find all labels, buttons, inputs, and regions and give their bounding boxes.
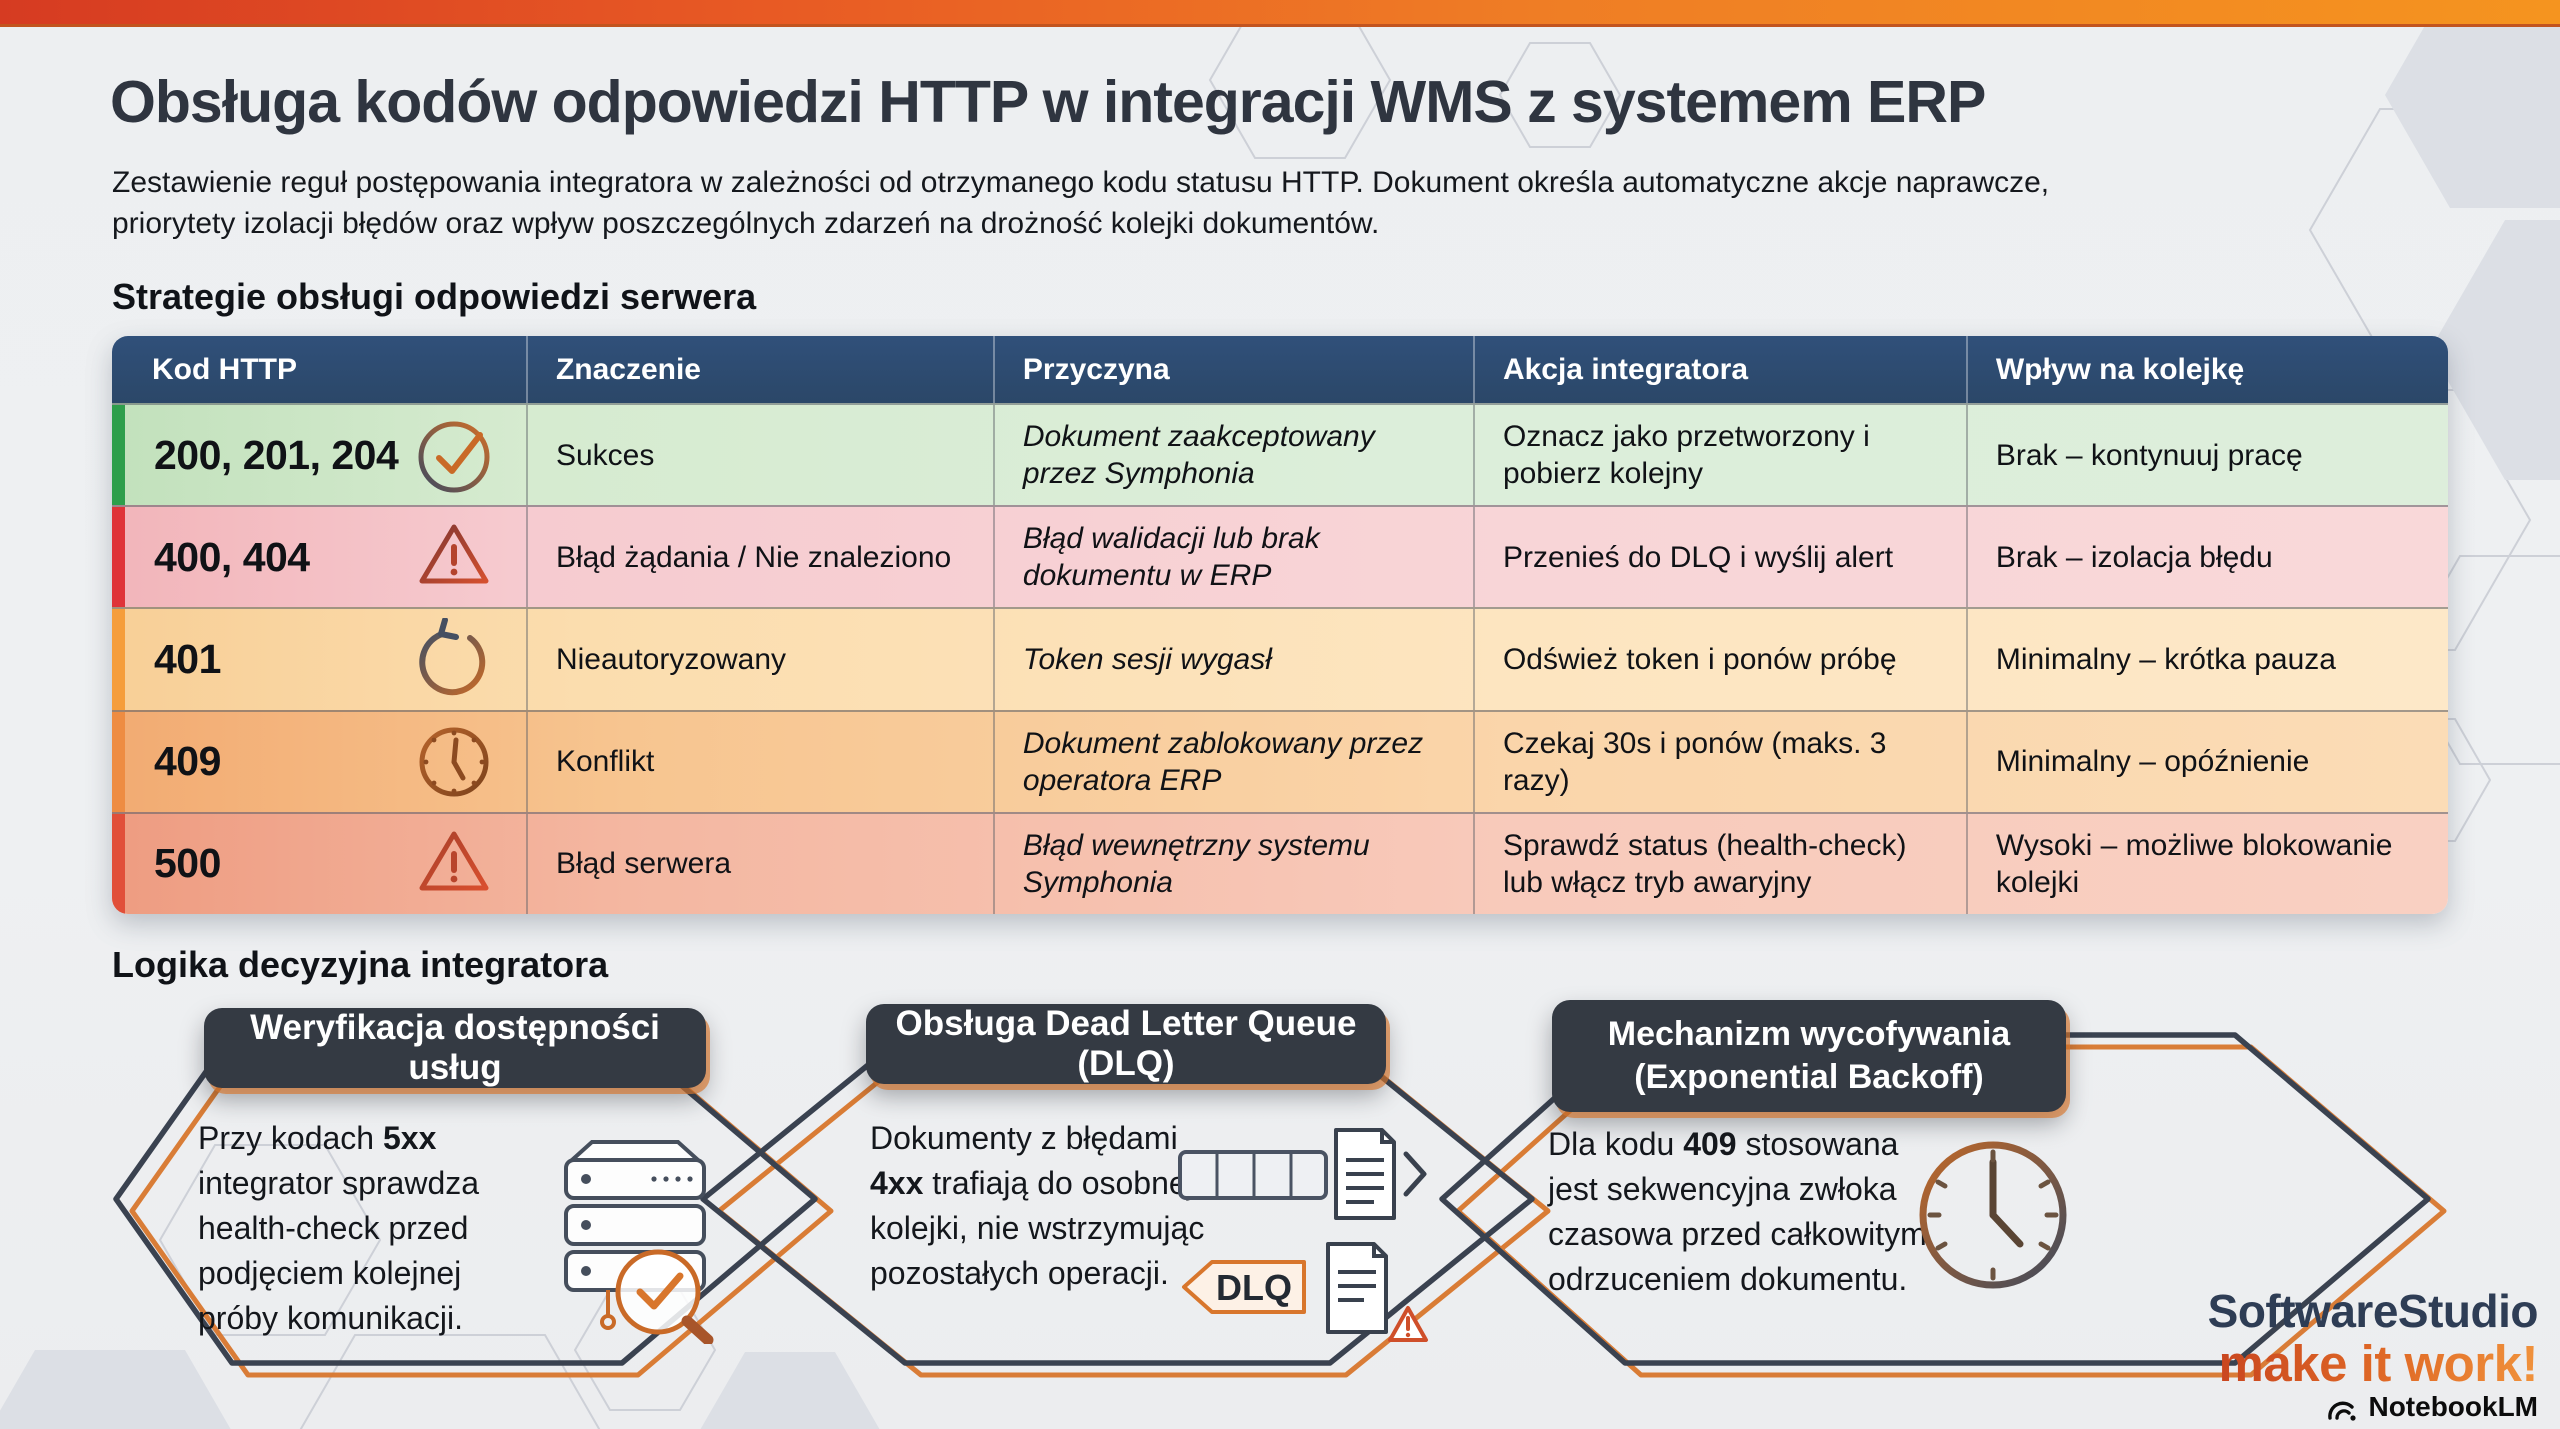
table-row: 400, 404 Błąd żądania / Nie znaleziono B… bbox=[112, 505, 2448, 608]
impact-cell: Brak – izolacja błędu bbox=[1965, 507, 2448, 608]
warning-triangle-icon bbox=[419, 524, 489, 584]
meaning-cell: Sukces bbox=[525, 405, 993, 506]
row-accent-bar bbox=[112, 405, 125, 506]
meaning-cell: Błąd żądania / Nie znaleziono bbox=[525, 507, 993, 608]
impact-cell: Minimalny – krótka pauza bbox=[1965, 609, 2448, 710]
notebooklm-attribution: NotebookLM bbox=[2208, 1391, 2538, 1423]
http-codes-table: Kod HTTP Znaczenie Przyczyna Akcja integ… bbox=[112, 336, 2448, 914]
notebooklm-label: NotebookLM bbox=[2368, 1391, 2538, 1422]
notebooklm-icon bbox=[2328, 1401, 2357, 1421]
table-header-row: Kod HTTP Znaczenie Przyczyna Akcja integ… bbox=[112, 336, 2448, 403]
cause-cell: Błąd walidacji lub brak dokumentu w ERP bbox=[992, 507, 1473, 608]
page-subtitle: Zestawienie reguł postępowania integrato… bbox=[112, 162, 2372, 244]
code-cell: 500 bbox=[112, 814, 526, 914]
http-code: 500 bbox=[154, 840, 221, 887]
table-row: 409 Konflikt Dokument zablokowany przez … bbox=[112, 709, 2448, 812]
http-code: 200, 201, 204 bbox=[154, 431, 399, 478]
column-header-cause: Przyczyna bbox=[992, 336, 1473, 403]
cause-cell: Dokument zablokowany przez operatora ERP bbox=[992, 711, 1473, 812]
brand-tagline: make it work! bbox=[2208, 1334, 2539, 1393]
meaning-cell: Nieautoryzowany bbox=[525, 609, 993, 710]
card-body-dlq: Dokumenty z błędami 4xx trafiają do osob… bbox=[870, 1120, 1205, 1291]
http-code: 400, 404 bbox=[154, 533, 310, 580]
dlq-tag-label: DLQ bbox=[1216, 1267, 1292, 1308]
http-code: 401 bbox=[154, 636, 221, 682]
column-header-action: Akcja integratora bbox=[1472, 336, 1966, 403]
queue-document-icon: DLQ bbox=[1178, 1128, 1428, 1342]
card-title-backoff: Mechanizm wycofywania (Exponential Backo… bbox=[1552, 1000, 2066, 1112]
meaning-cell: Błąd serwera bbox=[525, 813, 993, 914]
row-accent-bar bbox=[112, 813, 125, 914]
table-row: 200, 201, 204 Sukces Dokument zaakceptow… bbox=[112, 403, 2448, 506]
column-header-code: Kod HTTP bbox=[152, 352, 297, 386]
card-body-service-verification: Przy kodach 5xx integrator sprawdza heal… bbox=[198, 1120, 480, 1336]
http-code: 409 bbox=[154, 738, 221, 785]
subtitle-line-1: Zestawienie reguł postępowania integrato… bbox=[112, 166, 2050, 199]
column-header-meaning: Znaczenie bbox=[525, 336, 993, 403]
backoff-clock-icon bbox=[1919, 1141, 2067, 1289]
cause-cell: Dokument zaakceptowany przez Symphonia bbox=[992, 405, 1473, 506]
logic-section-title: Logika decyzyjna integratora bbox=[112, 944, 609, 985]
brand-name: SoftwareStudio bbox=[2207, 1285, 2539, 1337]
action-cell: Oznacz jako przetworzony i pobierz kolej… bbox=[1472, 405, 1966, 506]
action-cell: Sprawdź status (health-check) lub włącz … bbox=[1472, 813, 1966, 914]
card-body-backoff: Dla kodu 409 stosowana jest sekwencyjna … bbox=[1548, 1126, 1927, 1297]
retry-arrow-icon bbox=[419, 617, 486, 695]
cause-cell: Token sesji wygasł bbox=[992, 609, 1473, 710]
card-title-service-verification: Weryfikacja dostępności usług bbox=[204, 1008, 706, 1088]
footer-branding: SoftwareStudio make it work! NotebookLM bbox=[2207, 1284, 2539, 1423]
page-title: Obsługa kodów odpowiedzi HTTP w integrac… bbox=[110, 69, 1986, 135]
row-accent-bar bbox=[112, 711, 125, 812]
table-row: 401 Nieautoryzowany Token sesji wygasł O… bbox=[112, 607, 2448, 710]
action-cell: Czekaj 30s i ponów (maks. 3 razy) bbox=[1472, 711, 1966, 812]
action-cell: Odśwież token i ponów próbę bbox=[1472, 609, 1966, 710]
action-cell: Przenieś do DLQ i wyślij alert bbox=[1472, 507, 1966, 608]
column-header-impact: Wpływ na kolejkę bbox=[1965, 336, 2448, 403]
subtitle-line-2: priorytety izolacji błędów oraz wpływ po… bbox=[112, 207, 1380, 240]
code-cell: 400, 404 bbox=[112, 507, 526, 607]
warning-triangle-icon bbox=[419, 831, 489, 891]
server-search-icon bbox=[564, 1140, 714, 1344]
row-accent-bar bbox=[112, 609, 125, 710]
meaning-cell: Konflikt bbox=[525, 711, 993, 812]
clock-icon bbox=[419, 727, 489, 797]
check-circle-icon bbox=[418, 421, 490, 493]
row-accent-bar bbox=[112, 507, 125, 608]
impact-cell: Wysoki – możliwe blokowanie kolejki bbox=[1965, 813, 2448, 914]
code-cell: 409 bbox=[112, 712, 526, 812]
code-cell: 401 bbox=[112, 609, 526, 709]
impact-cell: Minimalny – opóźnienie bbox=[1965, 711, 2448, 812]
impact-cell: Brak – kontynuuj pracę bbox=[1965, 405, 2448, 506]
top-accent-bar bbox=[0, 0, 2560, 27]
table-row: 500 Błąd serwera Błąd wewnętrzny systemu… bbox=[112, 811, 2448, 914]
card-title-dlq: Obsługa Dead Letter Queue (DLQ) bbox=[866, 1004, 1386, 1084]
code-cell: 200, 201, 204 bbox=[112, 405, 526, 505]
cause-cell: Błąd wewnętrzny systemu Symphonia bbox=[992, 813, 1473, 914]
table-section-title: Strategie obsługi odpowiedzi serwera bbox=[112, 276, 757, 317]
